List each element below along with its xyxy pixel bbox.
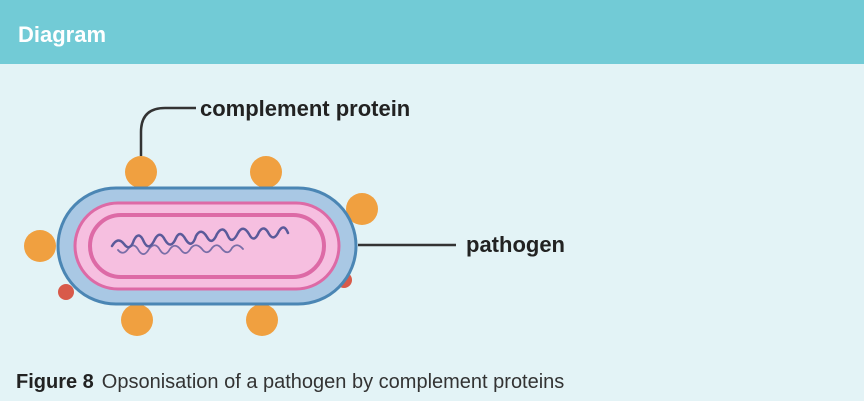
pathogen-diagram: complement protein pathogen — [24, 96, 565, 336]
pathogen-dna-strand — [110, 226, 290, 249]
pathogen-label: pathogen — [466, 232, 565, 257]
complement-protein-leader-line — [139, 106, 196, 156]
pathogen-inner-body — [73, 201, 341, 291]
complement-protein-top-right — [250, 156, 282, 188]
complement-protein-bottom-right — [246, 304, 278, 336]
small-dot-left — [58, 284, 74, 300]
complement-protein-right — [346, 193, 378, 225]
complement-protein-bottom-left — [121, 304, 153, 336]
pathogen-dna-strand-secondary — [117, 244, 244, 255]
figure-caption-text: Opsonisation of a pathogen by complement… — [101, 371, 565, 393]
complement-protein-label: complement protein — [200, 96, 410, 121]
complement-protein-top-left — [125, 156, 157, 188]
figure-caption: Figure 8 Opsonisation of a pathogen by co… — [16, 370, 564, 394]
figure-number: Figure 8 — [16, 371, 94, 393]
panel-header: Diagram — [0, 0, 864, 64]
panel-header-title: Diagram — [18, 22, 107, 47]
pathogen-inner-ring — [88, 213, 326, 279]
complement-protein-left — [24, 230, 56, 262]
